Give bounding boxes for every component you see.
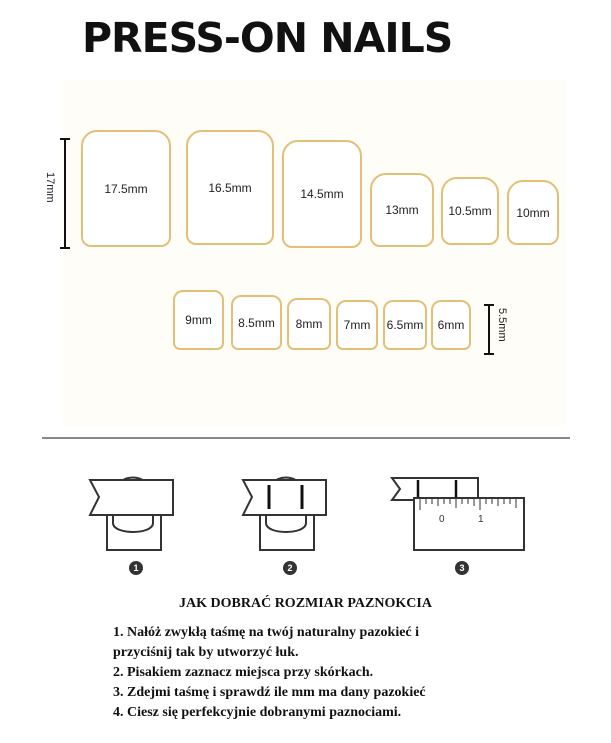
howto-title: JAK DOBRAĆ ROZMIAR PAZNOKCIA [179,596,432,611]
nail-size-large: 17.5mm [81,130,171,247]
instruction-line: 4. Ciesz się perfekcyjnie dobranymi pazn… [113,705,402,720]
nail-size-large: 10mm [507,180,559,245]
nail-size-small: 8mm [287,298,331,350]
page-title: PRESS-ON NAILS [82,14,453,62]
nail-size-label: 9mm [185,313,212,327]
nail-size-large: 16.5mm [186,130,274,245]
nail-size-label: 6mm [437,318,465,332]
ruler-label-1: 1 [478,514,484,525]
step-number-2: 2 [283,561,297,575]
height-indicator-cap-top [484,304,494,306]
nail-size-small: 9mm [173,290,224,350]
instruction-line: przyciśnij tak by utworzyć łuk. [113,645,299,660]
nail-size-label: 8mm [295,317,323,331]
height-indicator-line-small [488,304,490,354]
nail-size-large: 13mm [370,173,434,247]
nail-size-large: 14.5mm [282,140,362,248]
nail-size-label: 10.5mm [448,204,492,218]
section-divider [42,437,570,439]
nail-size-label: 6.5mm [386,318,424,332]
ruler-label-0: 0 [439,514,445,525]
height-label-large: 17mm [44,172,56,203]
nail-size-label: 7mm [343,318,371,332]
nail-size-label: 8.5mm [238,315,275,330]
height-indicator-cap-top [60,138,70,140]
height-indicator-cap-bottom [60,247,70,249]
nail-size-large: 10.5mm [441,177,499,245]
nail-size-label: 16.5mm [208,180,252,195]
nail-size-label: 14.5mm [300,187,344,201]
height-indicator-cap-bottom [484,353,494,355]
step-3-illustration: 0 1 [390,477,525,551]
instruction-line: 2. Pisakiem zaznacz miejsca przy skórkac… [113,665,374,680]
height-label-small: 5.5mm [496,308,508,342]
step-1-illustration [88,476,174,551]
nail-size-small: 6mm [431,300,471,350]
nail-size-label: 10mm [516,205,550,220]
instruction-line: 3. Zdejmi taśmę i sprawdź ile mm ma dany… [113,685,426,700]
nail-size-small: 6.5mm [383,300,427,350]
step-number-3: 3 [455,561,469,575]
instruction-line: 1. Nałóż zwykłą taśmę na twój naturalny … [113,625,420,640]
step-number-1: 1 [129,561,143,575]
nail-size-small: 8.5mm [231,295,282,350]
step-2-illustration [241,476,327,551]
nail-size-small: 7mm [336,300,378,350]
height-indicator-line [64,138,66,248]
nail-size-label: 17.5mm [104,181,148,196]
nail-size-label: 13mm [385,203,419,217]
